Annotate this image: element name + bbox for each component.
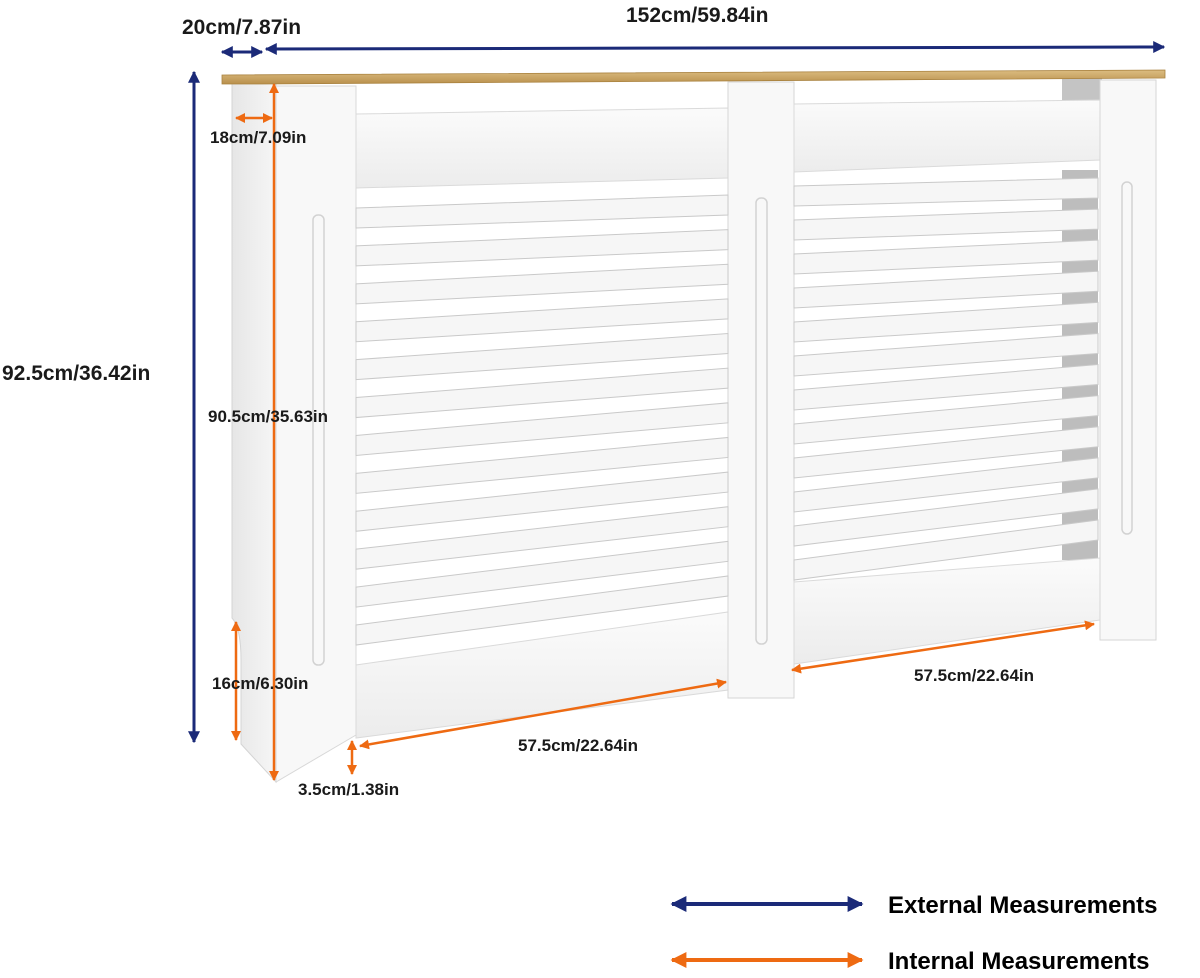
internal-height-label: 90.5cm/35.63in	[208, 407, 328, 426]
slat	[793, 301, 1099, 343]
legend-external-label: External Measurements	[888, 892, 1157, 919]
height-label: 92.5cm/36.42in	[2, 362, 150, 385]
internal-arrows	[231, 83, 1095, 781]
left-top-rail	[355, 107, 729, 189]
legend-internal: Internal Measurements	[670, 948, 1149, 975]
wooden-top	[221, 69, 1166, 85]
slat	[355, 367, 729, 419]
slat	[793, 488, 1099, 547]
slat	[793, 208, 1099, 241]
middle-stile	[727, 81, 795, 699]
right-stile	[1099, 79, 1157, 641]
foot-height-label: 16cm/6.30in	[212, 674, 308, 693]
left-stile-groove	[312, 214, 325, 666]
slat	[355, 471, 729, 532]
right-top-rail	[793, 99, 1101, 173]
slat	[793, 519, 1099, 581]
depth-label: 20cm/7.87in	[182, 16, 301, 39]
slat	[355, 333, 729, 381]
internal-depth-label: 18cm/7.09in	[210, 128, 306, 147]
slat	[793, 457, 1099, 513]
legend-external: External Measurements	[670, 892, 1157, 919]
width-arrow	[264, 41, 1166, 55]
external-arrows	[188, 41, 1166, 744]
right-slats	[793, 177, 1099, 581]
slat	[793, 364, 1099, 411]
slat	[793, 426, 1099, 479]
slat	[355, 506, 729, 570]
radiator-cover	[221, 69, 1166, 784]
left-section-width-label: 57.5cm/22.64in	[518, 736, 638, 755]
middle-stile-groove	[755, 197, 768, 645]
slat	[793, 395, 1099, 445]
slat	[355, 298, 729, 343]
right-stile-groove	[1121, 181, 1133, 535]
slat	[355, 540, 729, 608]
right-section-width-arrow	[791, 620, 1095, 674]
slat	[793, 177, 1099, 207]
slat	[355, 263, 729, 305]
left-slats	[355, 194, 729, 646]
right-section-width-label: 57.5cm/22.64in	[914, 666, 1034, 685]
clearance-label: 3.5cm/1.38in	[298, 780, 399, 799]
slat	[355, 402, 729, 457]
slat	[355, 575, 729, 646]
width-label: 152cm/59.84in	[626, 4, 768, 27]
legend-internal-label: Internal Measurements	[888, 948, 1149, 975]
slat	[793, 239, 1099, 275]
left-section-width-arrow	[359, 678, 727, 750]
legend: External Measurements Internal Measureme…	[670, 892, 1157, 975]
slat	[355, 436, 729, 494]
slat	[355, 194, 729, 229]
slat	[355, 229, 729, 267]
measurement-labels: 20cm/7.87in 152cm/59.84in 92.5cm/36.42in…	[2, 4, 1034, 799]
slat	[793, 332, 1099, 377]
slat	[793, 270, 1099, 309]
